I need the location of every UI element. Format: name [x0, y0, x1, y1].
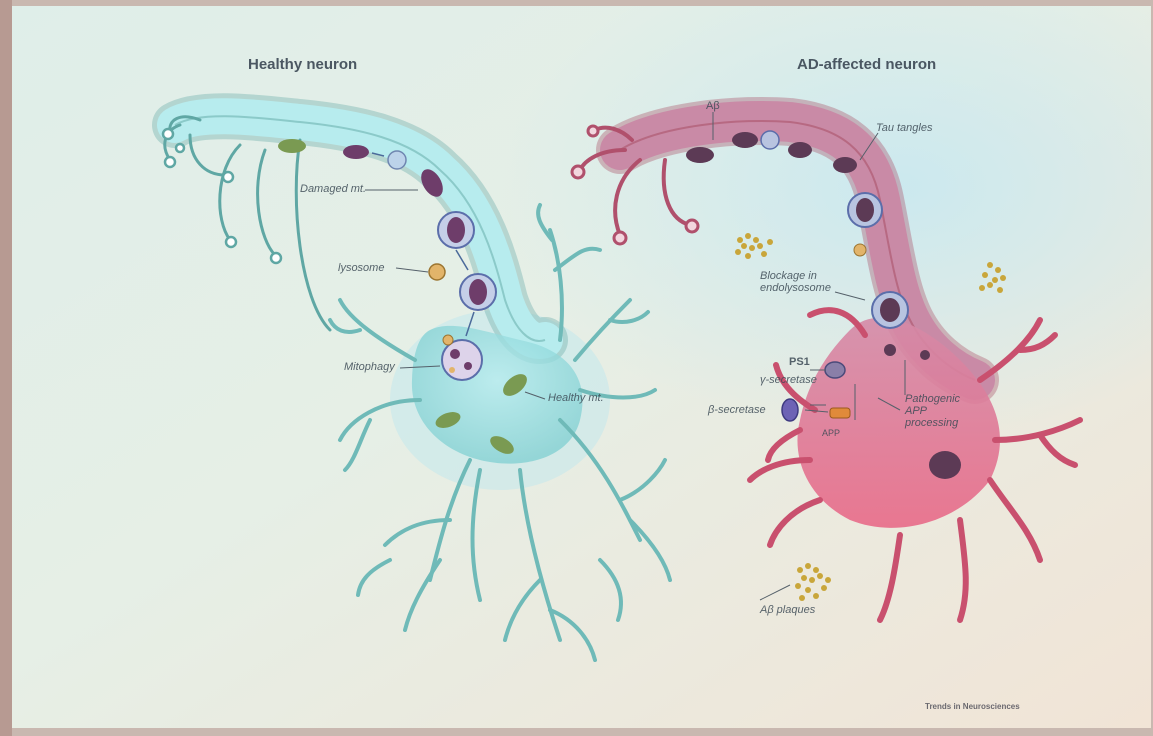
ad-mito-2: [732, 132, 758, 148]
source-credit: Trends in Neurosciences: [925, 702, 1020, 711]
label-blockage-line2: endolysosome: [760, 282, 831, 294]
label-mitophagy: Mitophagy: [344, 361, 395, 373]
label-blockage: Blockage in endolysosome: [760, 270, 831, 294]
label-ps1: PS1: [789, 356, 810, 368]
left-edge: [0, 0, 12, 736]
label-pathogenic: Pathogenic APP processing: [905, 393, 960, 429]
label-abeta-plaques: Aβ plaques: [760, 604, 815, 616]
label-pathogenic-line1: Pathogenic: [905, 393, 960, 405]
label-abeta: Aβ: [706, 100, 720, 112]
label-healthy-mt: Healthy mt.: [548, 392, 604, 404]
ps1-complex: [825, 362, 845, 378]
ad-mito-3: [788, 142, 812, 158]
label-tau-tangles: Tau tangles: [876, 122, 932, 134]
mitophagy-organelle: [442, 340, 482, 380]
healthy-neuron-title: Healthy neuron: [248, 56, 357, 73]
autophagosome-1-content: [447, 217, 465, 243]
label-pathogenic-line2: APP: [905, 405, 960, 417]
label-lysosome: lysosome: [338, 262, 384, 274]
ad-aggregate: [929, 451, 961, 479]
ad-mito-4: [833, 157, 857, 173]
ad-neuron-title: AD-affected neuron: [797, 56, 936, 73]
beta-secretase-organelle: [782, 399, 798, 421]
label-gamma-secretase: γ-secretase: [760, 374, 817, 386]
label-beta-secretase: β-secretase: [708, 404, 766, 416]
vesicle-1: [388, 151, 406, 169]
damaged-mito-1: [343, 145, 369, 159]
label-blockage-line1: Blockage in: [760, 270, 831, 282]
autophagosome-2-content: [469, 279, 487, 305]
healthy-mito-1: [278, 139, 306, 153]
label-damaged-mt: Damaged mt.: [300, 183, 366, 195]
label-app: APP: [822, 428, 840, 438]
app-protein: [830, 408, 850, 418]
ad-mito-1: [686, 147, 714, 163]
label-pathogenic-line3: processing: [905, 417, 960, 429]
lysosome-organelle: [429, 264, 445, 280]
